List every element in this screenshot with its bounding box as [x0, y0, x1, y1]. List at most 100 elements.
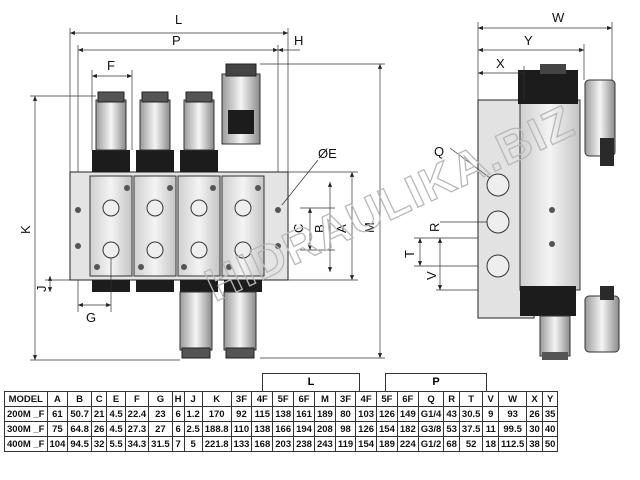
- dim-label-T: T: [402, 250, 417, 258]
- table-cell: 7: [171, 436, 185, 452]
- table-cell: 40: [541, 421, 559, 437]
- column-header: 4F: [355, 391, 378, 407]
- table-cell: 224: [396, 436, 419, 452]
- table-cell: 31.5: [148, 436, 173, 452]
- column-header: MODEL: [4, 391, 48, 407]
- table-cell: 11: [482, 421, 499, 437]
- table-cell: 1.2: [183, 406, 203, 422]
- column-header: C: [90, 391, 108, 407]
- table-cell: 6: [171, 406, 185, 422]
- table-cell: 203: [272, 436, 295, 452]
- table-cell: 243: [313, 436, 336, 452]
- table-cell: 43: [443, 406, 460, 422]
- dim-label-L: L: [175, 12, 182, 27]
- column-header: 3F: [334, 391, 357, 407]
- valve-block-2: [133, 175, 177, 277]
- table-cell: 99.5: [497, 421, 528, 437]
- dim-label-Y: Y: [524, 33, 533, 48]
- table-cell: 138: [251, 421, 274, 437]
- table-cell: 154: [376, 421, 398, 437]
- dim-label-J: J: [34, 286, 49, 293]
- column-header: W: [497, 391, 528, 407]
- table-cell: 23: [148, 406, 173, 422]
- table-cell: 30: [526, 421, 543, 437]
- table-cell: 18: [482, 436, 499, 452]
- table-cell: 50.7: [67, 406, 92, 422]
- bottom-coils: [179, 291, 257, 359]
- table-cell: 75: [46, 421, 69, 437]
- column-header: Q: [417, 391, 445, 407]
- table-cell: 168: [251, 436, 274, 452]
- table-cell: 221.8: [201, 436, 232, 452]
- column-header: A: [46, 391, 69, 407]
- table-cell: 119: [334, 436, 357, 452]
- table-cell: 32: [90, 436, 108, 452]
- model-cell: 400M _F: [4, 436, 48, 452]
- column-header: F: [124, 391, 150, 407]
- table-group-header-P: P: [385, 373, 487, 391]
- front-view: L P H F ØE C B A M K J G: [18, 12, 385, 361]
- table-cell: 112.5: [497, 436, 528, 452]
- table-cell: 166: [272, 421, 295, 437]
- table-cell: 138: [272, 406, 295, 422]
- table-cell: 53: [443, 421, 460, 437]
- column-header: B: [67, 391, 92, 407]
- valve-block-4: [221, 175, 265, 277]
- table-cell: 68: [443, 436, 460, 452]
- table-cell: 26: [526, 406, 543, 422]
- table-cell: G1/4: [417, 406, 445, 422]
- dim-label-P: P: [172, 33, 181, 48]
- dim-label-C: C: [291, 224, 306, 233]
- dim-label-B: B: [312, 224, 327, 233]
- table-cell: 21: [90, 406, 108, 422]
- top-coils: [95, 63, 261, 151]
- table-cell: 27: [148, 421, 173, 437]
- table-cell: 37.5: [458, 421, 484, 437]
- dim-label-H: H: [294, 33, 303, 48]
- table-cell: 52: [458, 436, 484, 452]
- dim-label-M: M: [362, 222, 377, 233]
- table-cell: 4.5: [106, 421, 126, 437]
- table-cell: 104: [46, 436, 69, 452]
- table-cell: 30.5: [458, 406, 484, 422]
- table-cell: 5.5: [106, 436, 126, 452]
- table-cell: 182: [396, 421, 419, 437]
- table-cell: 50: [541, 436, 559, 452]
- table-cell: 161: [293, 406, 315, 422]
- column-header: 5F: [376, 391, 398, 407]
- table-cell: 64.8: [67, 421, 92, 437]
- model-cell: 300M _F: [4, 421, 48, 437]
- table-cell: 170: [201, 406, 232, 422]
- column-header: H: [171, 391, 185, 407]
- dim-label-G: G: [86, 310, 96, 325]
- table-cell: 110: [230, 421, 253, 437]
- valve-manifold-drawing: L P H F ØE C B A M K J G: [18, 10, 620, 361]
- column-header: 6F: [293, 391, 315, 407]
- table-cell: 103: [355, 406, 378, 422]
- table-cell: 2.5: [183, 421, 203, 437]
- column-header: V: [482, 391, 499, 407]
- model-cell: 200M _F: [4, 406, 48, 422]
- table-cell: 6: [171, 421, 185, 437]
- dim-label-A: A: [334, 224, 349, 233]
- column-header: 3F: [230, 391, 253, 407]
- table-cell: 154: [355, 436, 378, 452]
- dim-label-F: F: [107, 58, 115, 73]
- table-cell: 26: [90, 421, 108, 437]
- table-cell: 126: [355, 421, 378, 437]
- column-header: X: [526, 391, 543, 407]
- table-cell: 80: [334, 406, 357, 422]
- table-cell: 238: [293, 436, 315, 452]
- dim-label-V: V: [424, 271, 439, 280]
- column-header: 4F: [251, 391, 274, 407]
- table-cell: 4.5: [106, 406, 126, 422]
- table-cell: 149: [396, 406, 419, 422]
- column-header: T: [458, 391, 484, 407]
- valve-block-3: [177, 175, 221, 277]
- table-cell: 35: [541, 406, 559, 422]
